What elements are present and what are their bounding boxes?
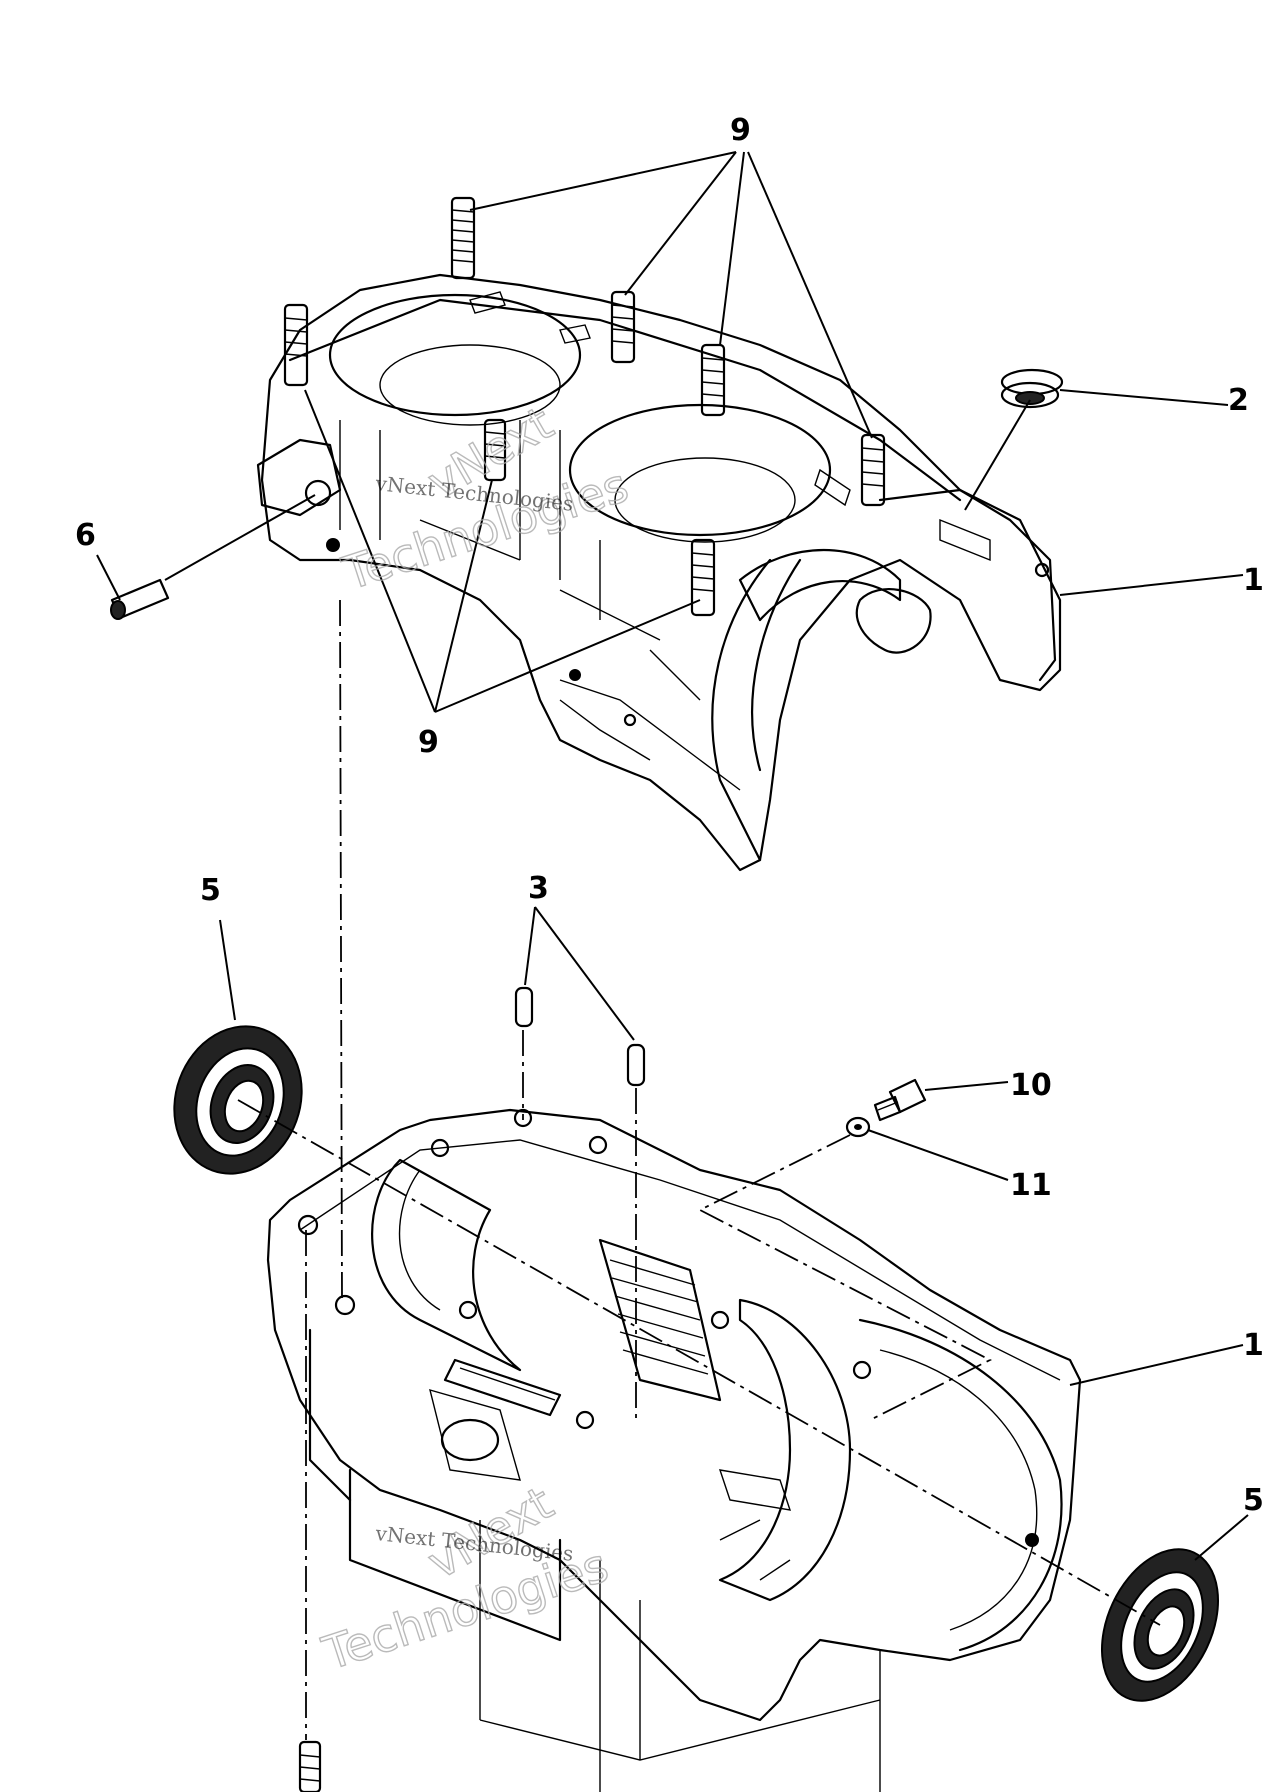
dowel-pin-part-6 xyxy=(110,578,170,620)
stud-4 xyxy=(700,343,726,417)
washer-part-11 xyxy=(845,1116,871,1138)
assembly-centerlines xyxy=(237,599,1161,1740)
callout-2: 2 xyxy=(1228,383,1249,418)
stud-7 xyxy=(690,538,716,617)
callout-1-lower: 1 xyxy=(1243,1328,1264,1363)
drain-bolt-part-10 xyxy=(873,1078,927,1122)
callout-9-top: 9 xyxy=(730,113,751,148)
watermark-lower: vNext Technologies vNext Technologies xyxy=(315,1475,615,1682)
lower-crankcase xyxy=(266,1108,1082,1792)
stud-3 xyxy=(610,290,636,364)
stud-5 xyxy=(860,433,886,507)
lower-stud xyxy=(298,1740,322,1792)
callout-11: 11 xyxy=(1010,1168,1052,1203)
callout-3: 3 xyxy=(528,871,549,906)
callout-10: 10 xyxy=(1010,1068,1052,1103)
plug-cap-part-2 xyxy=(1000,368,1064,409)
leader-lines xyxy=(96,151,1249,1561)
callout-5-right: 5 xyxy=(1243,1483,1264,1518)
callout-1-upper: 1 xyxy=(1243,563,1264,598)
stud-6 xyxy=(483,418,507,482)
callout-9-bottom: 9 xyxy=(418,725,439,760)
callout-6: 6 xyxy=(75,518,96,553)
dowel-pins-part-3 xyxy=(514,986,646,1087)
stud-1 xyxy=(450,196,476,280)
stud-2 xyxy=(283,303,309,387)
stud-bolts xyxy=(283,196,886,617)
callout-labels: 9 9 2 6 1 3 5 10 11 1 5 xyxy=(75,113,1264,1518)
upper-crankcase xyxy=(256,273,1062,872)
callout-5-left: 5 xyxy=(200,873,221,908)
